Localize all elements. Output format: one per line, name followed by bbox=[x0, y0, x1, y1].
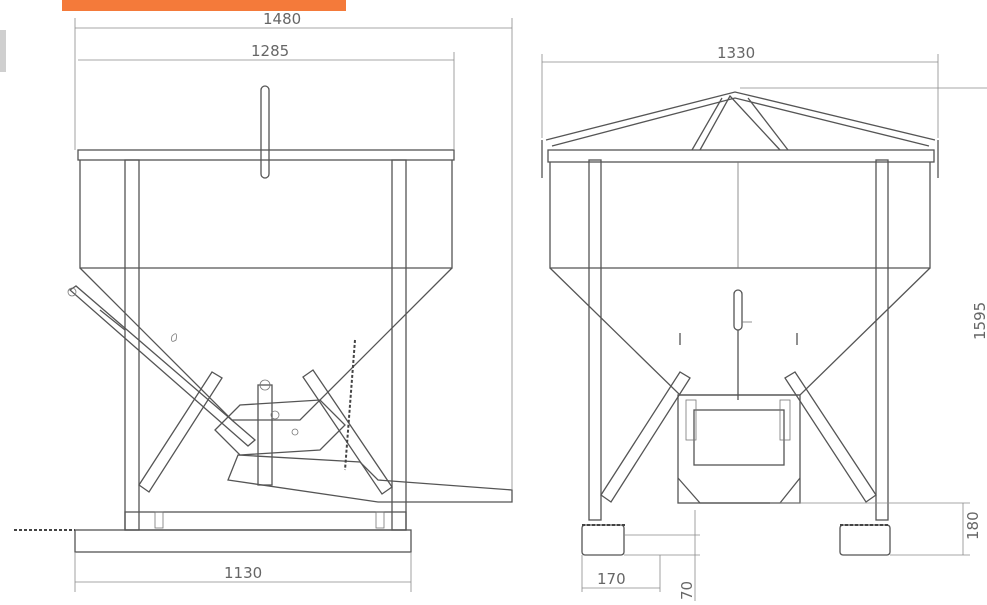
front-dimensions: 1480 1285 1130 bbox=[74, 10, 513, 592]
lifting-handle bbox=[260, 85, 270, 179]
dim-170: 170 bbox=[597, 570, 626, 588]
dim-1480: 1480 bbox=[263, 10, 301, 28]
dim-1285: 1285 bbox=[251, 42, 289, 60]
dim-70: 70 bbox=[678, 581, 696, 600]
dim-1130: 1130 bbox=[224, 564, 262, 582]
left-edge-tab bbox=[0, 30, 6, 72]
dim-1330: 1330 bbox=[717, 44, 755, 62]
header-banner bbox=[62, 0, 346, 11]
side-dimensions: 1330 1595 180 170 70 bbox=[541, 44, 987, 601]
dim-1595: 1595 bbox=[971, 302, 987, 340]
front-view bbox=[14, 85, 513, 553]
dim-180: 180 bbox=[964, 511, 982, 540]
side-view bbox=[541, 91, 939, 556]
